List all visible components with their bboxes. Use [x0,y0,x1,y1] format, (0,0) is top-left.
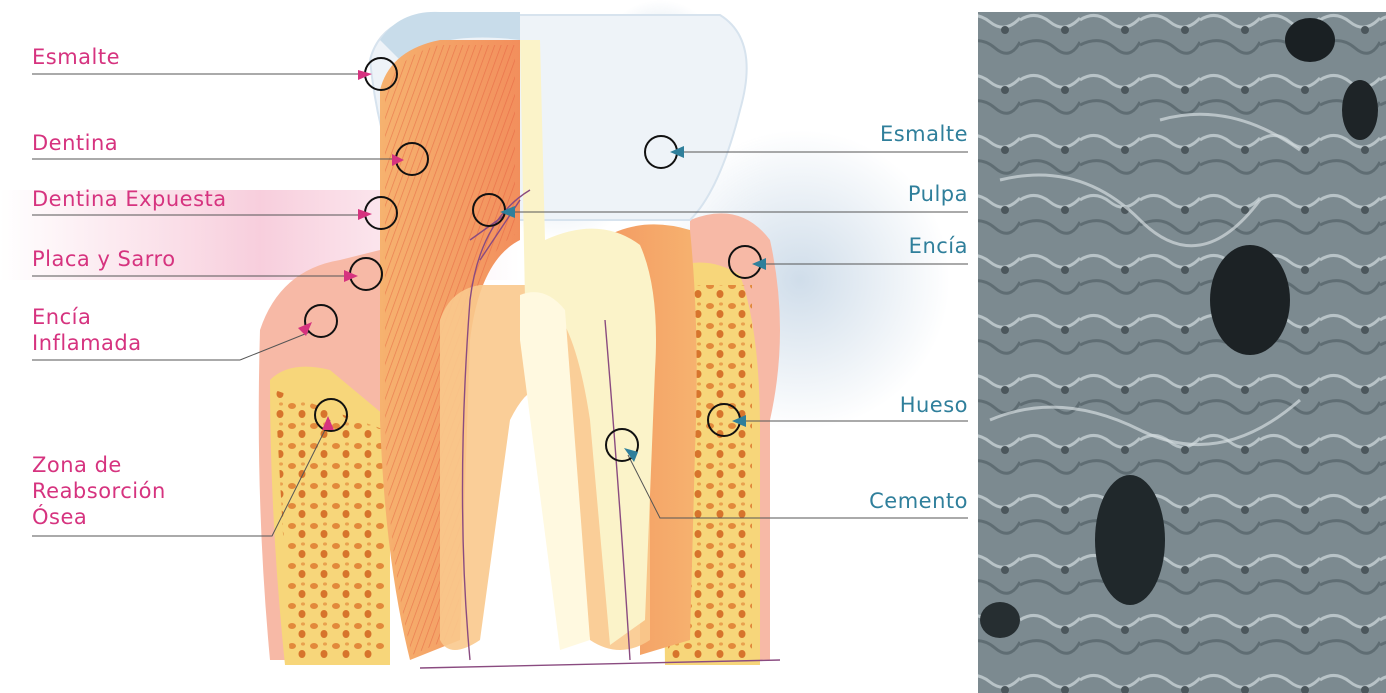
label-esmalte-right: Esmalte [800,121,968,147]
label-pulpa: Pulpa [800,181,968,207]
label-hueso: Hueso [800,392,968,418]
label-cemento: Cemento [800,488,968,514]
label-dentina: Dentina [32,130,118,156]
label-encia: Encía [800,233,968,259]
label-placa-y-sarro: Placa y Sarro [32,246,176,272]
label-zona-de-reabsorcion-osea: Zona de Reabsorción Ósea [32,452,166,530]
label-encia-inflamada: Encía Inflamada [32,304,142,356]
label-dentina-expuesta: Dentina Expuesta [32,186,227,212]
label-esmalte-left: Esmalte [32,44,120,70]
